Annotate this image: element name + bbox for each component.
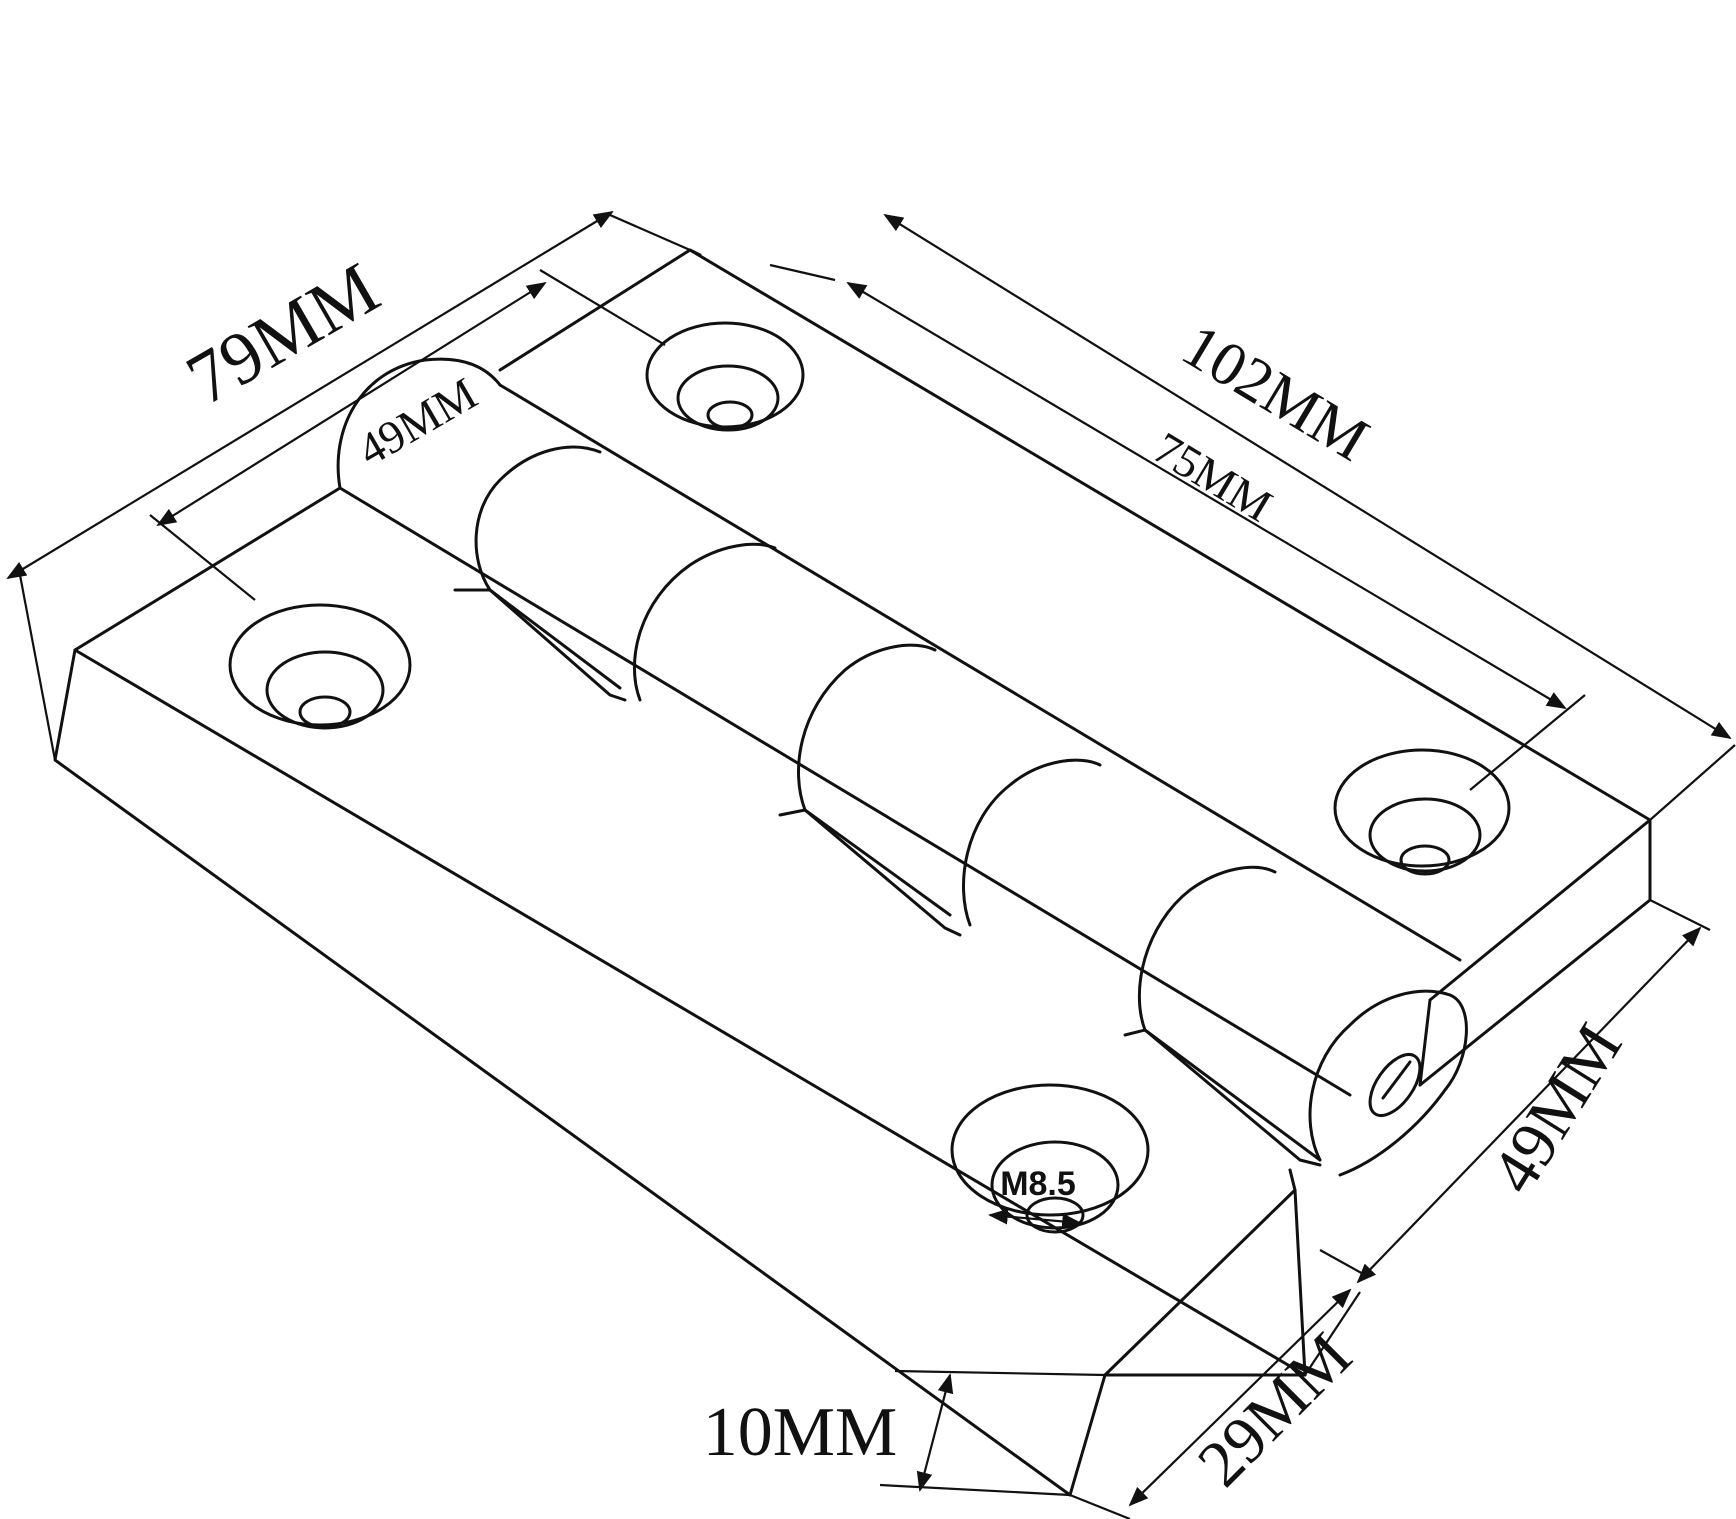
hinge-body: [53, 248, 1652, 1497]
label-overall-width: 79MM: [173, 247, 392, 421]
hole-top-left: [228, 603, 412, 730]
label-hole-spacing-length: 75MM: [1145, 422, 1281, 532]
hole-bottom-right: [1333, 748, 1511, 876]
knuckle-segments: [474, 445, 1468, 1177]
hole-top-right: [645, 321, 805, 432]
label-thickness: 10MM: [703, 1394, 897, 1471]
label-leaf-width: 49MM: [1477, 1012, 1636, 1206]
label-leaf-depth: 29MM: [1184, 1319, 1365, 1500]
front-leaf: [53, 486, 1307, 1497]
back-leaf: [498, 248, 1652, 1087]
hole-bottom-left: [950, 1083, 1150, 1234]
dimension-lines: [6, 210, 1736, 1519]
label-hole-size: M8.5: [1000, 1165, 1076, 1203]
leaf-recess: [453, 588, 1322, 1167]
label-hole-spacing-width: 49MM: [349, 368, 485, 476]
